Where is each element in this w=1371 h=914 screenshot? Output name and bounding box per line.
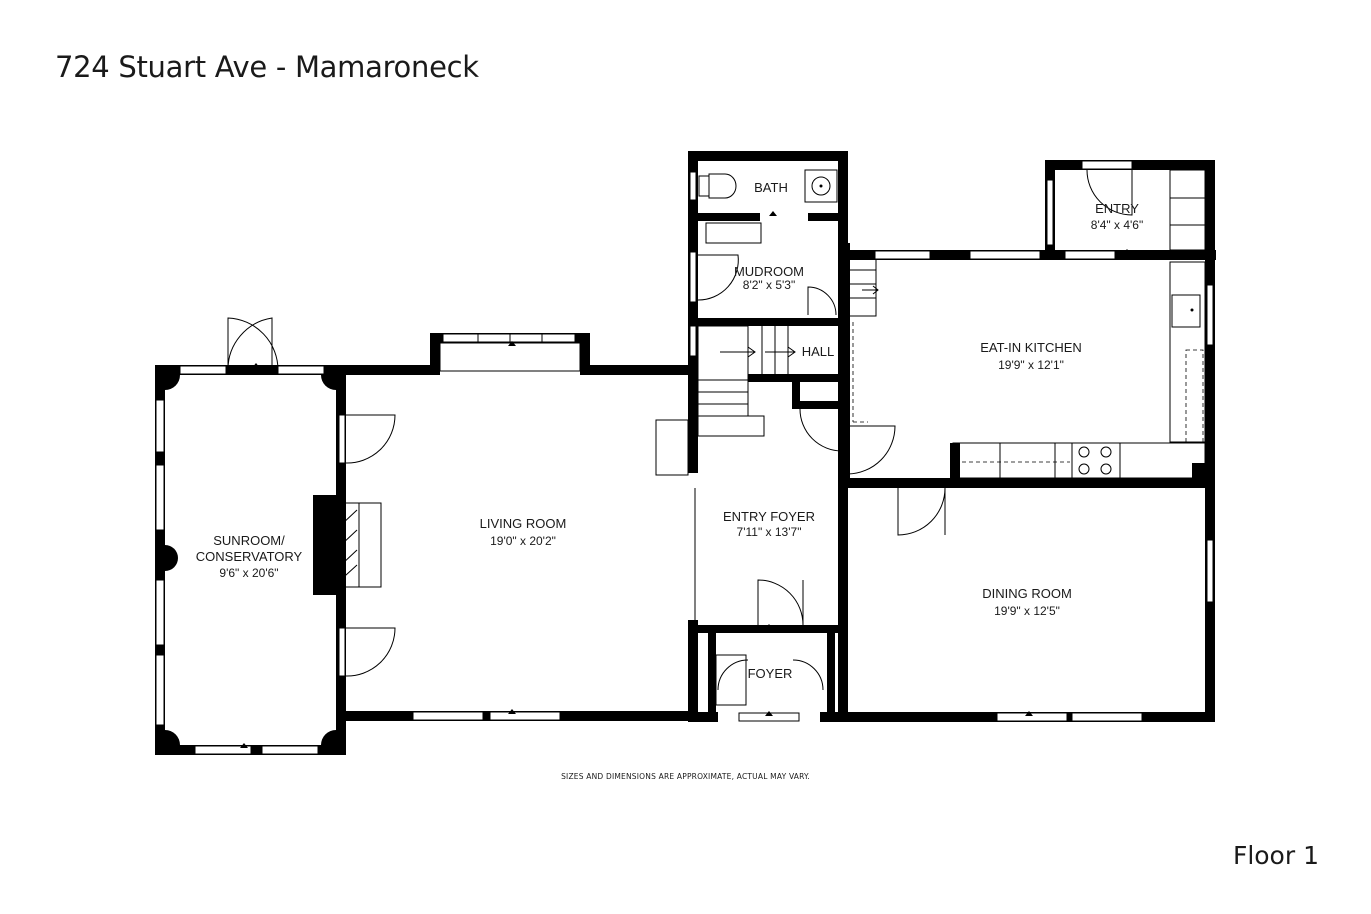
page-title: 724 Stuart Ave - Mamaroneck (55, 50, 479, 84)
floor-label: Floor 1 (1232, 841, 1319, 870)
bath-fixtures (689, 169, 838, 357)
kitchen-dims: 19'9" x 12'1" (998, 358, 1064, 372)
living-room-doors (338, 414, 396, 677)
hall-label: HALL (802, 344, 835, 359)
sunroom-label-1: SUNROOM/ (213, 533, 285, 548)
mudroom-dims: 8'2" x 5'3" (743, 278, 795, 292)
kitchen-walls (846, 250, 1215, 722)
bath-label: BATH (754, 180, 788, 195)
foyer-features (694, 488, 847, 722)
stairs (697, 257, 879, 437)
disclaimer: SIZES AND DIMENSIONS ARE APPROXIMATE, AC… (561, 772, 810, 781)
entry-dims: 8'4" x 4'6" (1091, 218, 1143, 232)
living-room-dims: 19'0" x 20'2" (490, 534, 556, 548)
kitchen-label: EAT-IN KITCHEN (980, 340, 1082, 355)
entry-foyer-label: ENTRY FOYER (723, 509, 815, 524)
mudroom-label: MUDROOM (734, 264, 804, 279)
dining-room-label: DINING ROOM (982, 586, 1072, 601)
dining-features (897, 487, 1214, 722)
living-room-windows (412, 333, 689, 721)
sunroom-door (227, 317, 279, 371)
dining-room-dims: 19'9" x 12'5" (994, 604, 1060, 618)
entry-label: ENTRY (1095, 201, 1139, 216)
fireplace (313, 495, 382, 595)
sunroom-windows (155, 365, 325, 755)
entry-walls (846, 160, 1216, 260)
entry-foyer-dims: 7'11" x 13'7" (737, 525, 802, 539)
entry-features (1046, 160, 1206, 260)
sunroom-dims: 9'6" x 20'6" (219, 566, 278, 580)
living-room-label: LIVING ROOM (480, 516, 567, 531)
sunroom-label-2: CONSERVATORY (196, 549, 303, 564)
foyer-label: FOYER (748, 666, 793, 681)
door-markers (240, 211, 1133, 748)
kitchen-features (799, 250, 1214, 481)
